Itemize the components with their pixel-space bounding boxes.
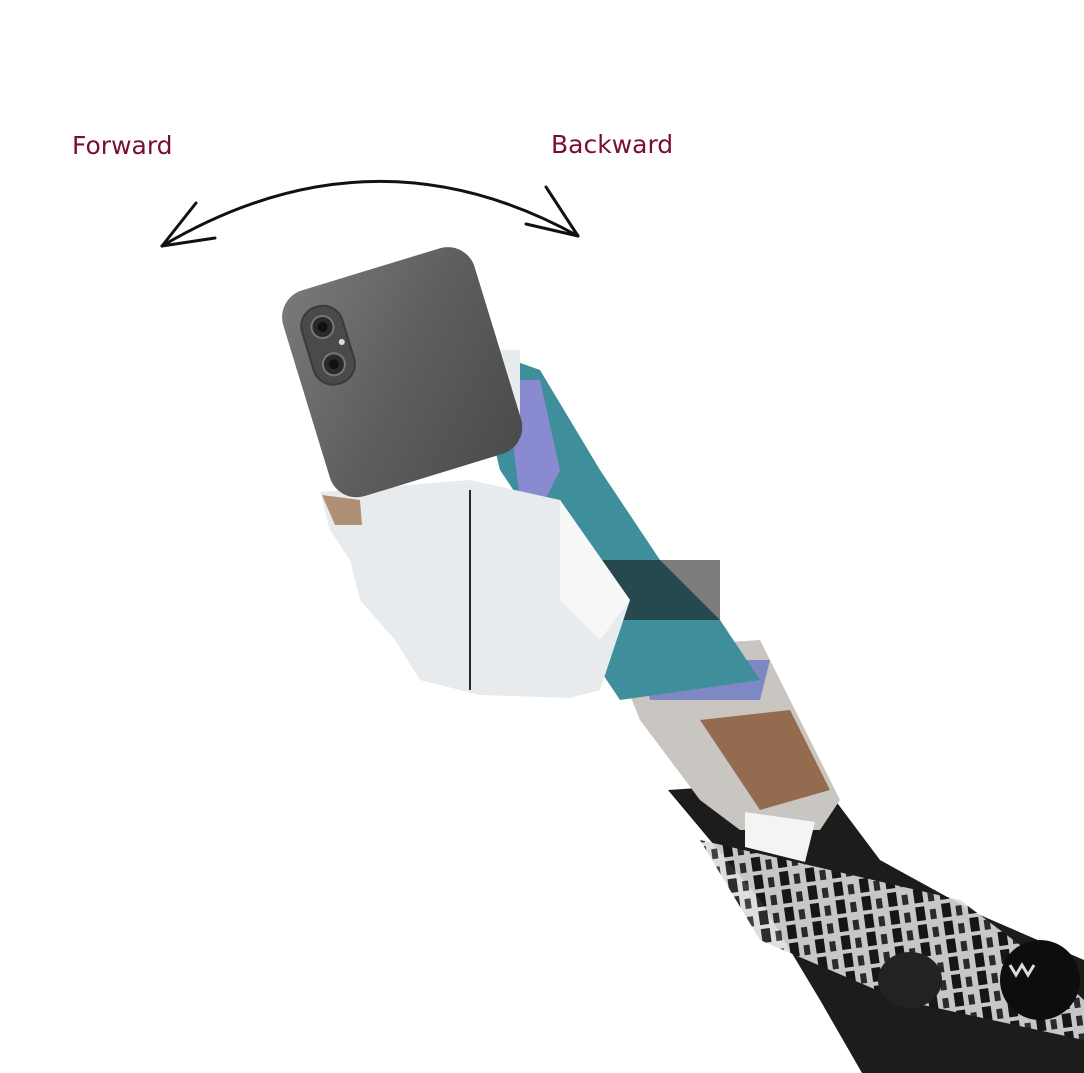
- smartphone-icon: [282, 247, 523, 498]
- forward-label: Forward: [72, 131, 173, 160]
- double-headed-curved-arrow-icon: [160, 180, 580, 248]
- backward-label: Backward: [551, 130, 674, 159]
